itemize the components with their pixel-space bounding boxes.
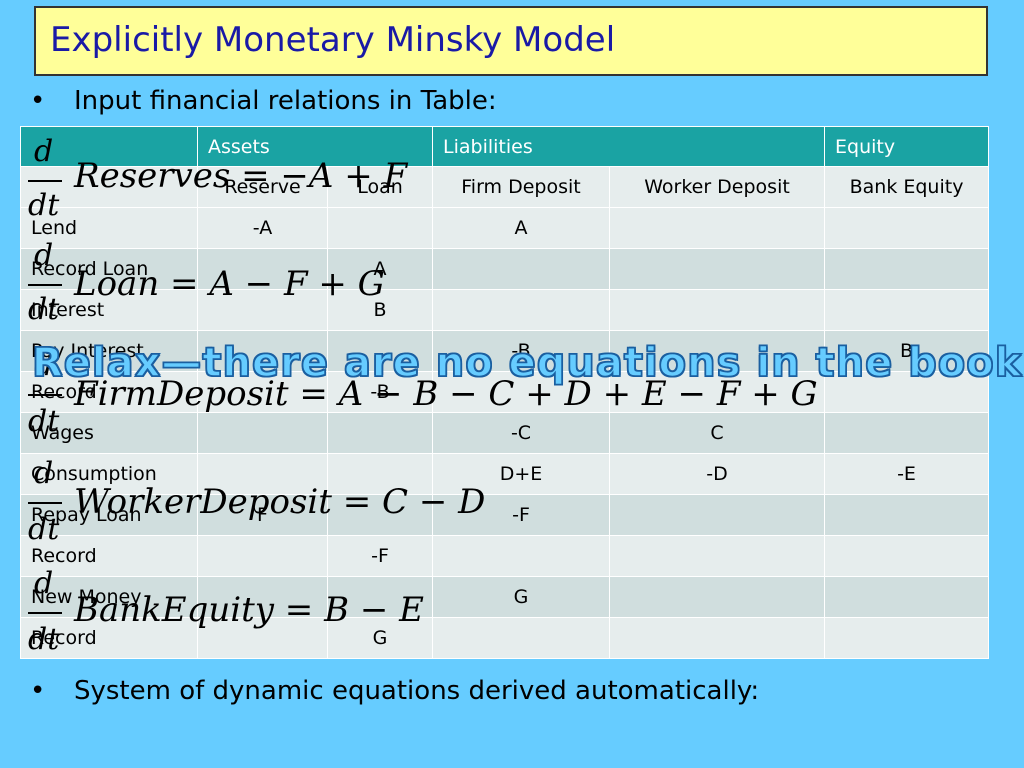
bullet-symbol: • <box>30 676 46 706</box>
slide-title: Explicitly Monetary Minsky Model <box>50 20 616 60</box>
table-row: Consumption D+E-D-E <box>20 453 990 495</box>
table-cell <box>432 617 610 659</box>
table-cell: G <box>327 617 433 659</box>
table-cell <box>608 617 826 659</box>
bullet-1-text: Input financial relations in Table: <box>74 86 497 116</box>
row-label-cell: Pay Interest <box>20 330 198 372</box>
table-cell: A <box>432 207 610 249</box>
table-cell: B <box>327 289 433 331</box>
group-header-cell: Assets <box>197 126 433 167</box>
table-cell: -B <box>327 371 433 413</box>
table-row: New Money G <box>20 576 990 618</box>
row-label-cell: Lend <box>20 207 198 249</box>
group-header-cell: Liabilities <box>431 126 826 167</box>
table-cell: -C <box>432 412 610 454</box>
table-cell <box>608 248 826 290</box>
table-cell <box>327 576 433 618</box>
table-cell: A <box>327 248 433 290</box>
row-label-cell: Record Loan <box>20 248 198 290</box>
table-row: Record -B <box>20 371 990 413</box>
row-label-cell: New Money <box>20 576 198 618</box>
table-cell: -E <box>824 453 990 495</box>
table-cell <box>327 330 433 372</box>
table-cell <box>608 535 826 577</box>
row-label-cell: Repay Loan <box>20 494 198 536</box>
table-cell <box>432 289 610 331</box>
bullet-input-relations: • Input financial relations in Table: <box>30 86 497 116</box>
table-cell <box>824 412 990 454</box>
table-cell: G <box>432 576 610 618</box>
table-row: Record Loan A <box>20 248 990 290</box>
table-cell <box>608 371 826 413</box>
table-cell <box>197 535 328 577</box>
group-header-cell <box>20 126 198 167</box>
table-cell <box>824 494 990 536</box>
table-cell <box>197 576 328 618</box>
table-cell <box>824 371 990 413</box>
table-cell <box>432 248 610 290</box>
bullet-symbol: • <box>30 86 46 116</box>
row-label-cell: Interest <box>20 289 198 331</box>
row-label-cell: Wages <box>20 412 198 454</box>
column-header-cell: Bank Equity <box>824 166 990 208</box>
row-label-cell: Record <box>20 535 198 577</box>
table-cell: D+E <box>432 453 610 495</box>
table-cell: -D <box>608 453 826 495</box>
table-cell <box>608 494 826 536</box>
table-row: Record -F <box>20 535 990 577</box>
table-cell <box>824 289 990 331</box>
row-label-cell: Consumption <box>20 453 198 495</box>
table-cell <box>608 576 826 618</box>
table-cell <box>432 371 610 413</box>
table-row: Lend-A A <box>20 207 990 249</box>
table-cell <box>608 207 826 249</box>
table-cell: -A <box>197 207 328 249</box>
table-cell <box>197 453 328 495</box>
table-cell <box>327 207 433 249</box>
table-cell: -B <box>432 330 610 372</box>
table-cell <box>197 412 328 454</box>
column-header-cell: Firm Deposit <box>432 166 610 208</box>
table-cell <box>608 289 826 331</box>
table-row: Pay Interest -B B <box>20 330 990 372</box>
table-cell <box>824 535 990 577</box>
column-header-cell: Worker Deposit <box>608 166 826 208</box>
table-row: Record G <box>20 617 990 659</box>
table-cell: -F <box>432 494 610 536</box>
table-cell: B <box>824 330 990 372</box>
row-label-cell: Record <box>20 371 198 413</box>
table-cell <box>327 412 433 454</box>
table-cell <box>327 494 433 536</box>
table-cell <box>197 289 328 331</box>
table-cell <box>432 535 610 577</box>
table-cell <box>824 248 990 290</box>
table-cell: -F <box>327 535 433 577</box>
table-cell <box>824 576 990 618</box>
title-box: Explicitly Monetary Minsky Model <box>34 6 988 76</box>
table-cell <box>608 330 826 372</box>
table-cell <box>197 248 328 290</box>
column-header-cell <box>20 166 198 208</box>
table-cell <box>197 371 328 413</box>
table-cell <box>824 207 990 249</box>
group-header-cell: Equity <box>824 126 990 167</box>
bullet-system-equations: • System of dynamic equations derived aut… <box>30 676 759 706</box>
table-cell <box>197 617 328 659</box>
row-label-cell: Record <box>20 617 198 659</box>
column-header-cell: Loan <box>327 166 433 208</box>
table-cell <box>824 617 990 659</box>
table-cell: F <box>197 494 328 536</box>
relax-note: Relax—there are no equations in the book… <box>31 339 1024 387</box>
table-row: Interest B <box>20 289 990 331</box>
table-cell <box>327 453 433 495</box>
bullet-2-text: System of dynamic equations derived auto… <box>74 676 760 706</box>
column-header-cell: Reserve <box>197 166 328 208</box>
table-cell: C <box>608 412 826 454</box>
